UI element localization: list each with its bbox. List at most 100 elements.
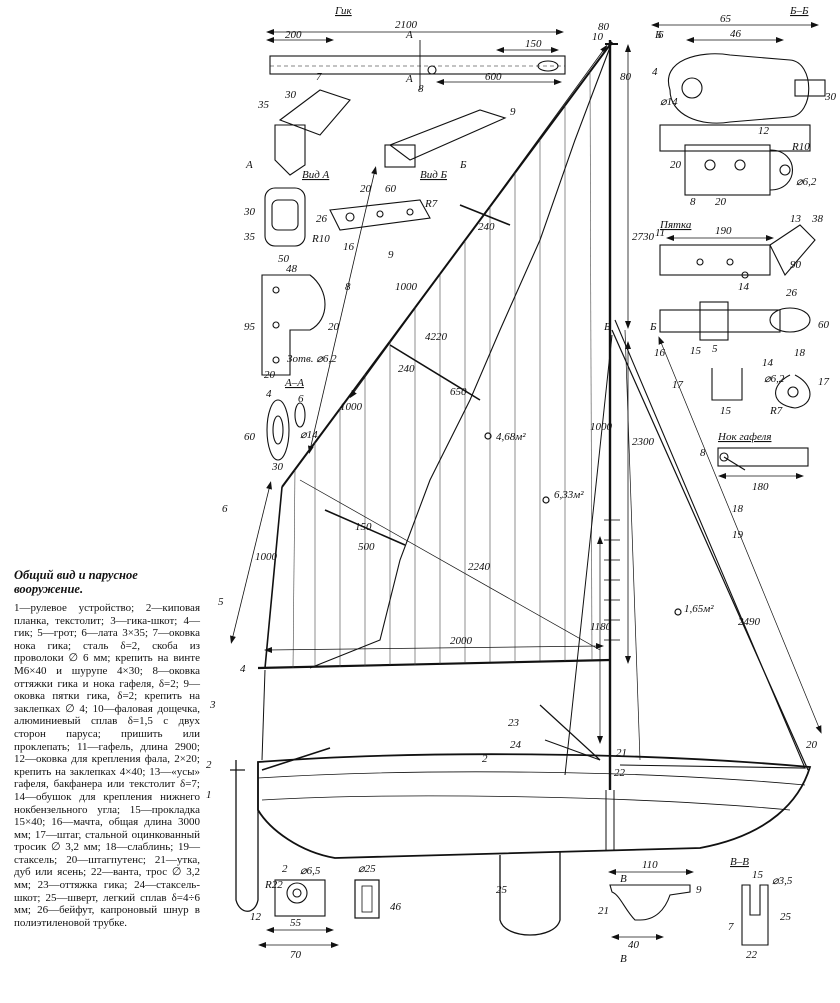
- centerboard: [499, 852, 561, 936]
- dim-sail-2240: 2240: [468, 561, 491, 573]
- callout-17: 17: [672, 379, 684, 391]
- dim-gaff-650: 650: [450, 386, 467, 398]
- dim-gaff-240b: 240: [398, 363, 415, 375]
- section-mark-a2: А: [405, 73, 413, 85]
- dim-fl-12: 12: [250, 911, 262, 923]
- dim-aa-60: 60: [244, 431, 256, 443]
- dim-sail-150: 150: [355, 521, 372, 533]
- callout-7: 7: [316, 71, 322, 83]
- callout-8b: 8: [345, 281, 351, 293]
- callout-12: 12: [758, 125, 770, 137]
- section-mark-b: Б: [459, 159, 467, 171]
- dim-mast-80w: 80: [598, 21, 610, 33]
- callout-23: 23: [508, 717, 520, 729]
- dim-vv-7: 7: [728, 921, 734, 933]
- callout-19: 19: [732, 529, 744, 541]
- dim-p8-holes: 3отв. ⌀6,2: [286, 353, 337, 365]
- callout-16: 16: [654, 347, 666, 359]
- callout-22: 22: [614, 767, 626, 779]
- callout-10: 10: [592, 31, 604, 43]
- dim-vidb-60: 60: [385, 183, 397, 195]
- dim-fl-d25: ⌀25: [358, 863, 376, 875]
- dim-bb-d14: ⌀14: [660, 96, 678, 108]
- callout-5: 5: [218, 596, 224, 608]
- callout-9b: 9: [388, 249, 394, 261]
- dim-bb-4: 4: [652, 66, 658, 78]
- mainsail-seams: [292, 71, 593, 669]
- dim-sail-500: 500: [358, 541, 375, 553]
- dim-p12-8: 8: [690, 196, 696, 208]
- dim-vidb-r7: R7: [424, 198, 438, 210]
- callout-15: 15: [690, 345, 702, 357]
- dim-mast-80h: 80: [620, 71, 632, 83]
- tiller: [261, 747, 331, 771]
- dim-fl-70: 70: [290, 949, 302, 961]
- boom-detail: [261, 29, 566, 461]
- callout-14b: 14: [762, 357, 774, 369]
- boom: [257, 658, 611, 670]
- dim-p8-20a: 20: [328, 321, 340, 333]
- boom-vang: [539, 704, 601, 761]
- header-v-v: В–В: [730, 856, 749, 868]
- sail-plan: [230, 40, 822, 936]
- dim-vv-22: 22: [746, 949, 758, 961]
- callout-25: 25: [496, 884, 508, 896]
- dim-p12-d62: ⌀6,2: [796, 176, 817, 188]
- section-mark-v1: В: [620, 873, 627, 885]
- dim-vida-50: 50: [278, 253, 290, 265]
- dim-gaff-1000a: 1000: [395, 281, 418, 293]
- callout-13: 13: [790, 213, 802, 225]
- dim-mast-1000: 1000: [590, 421, 613, 433]
- dim-mast-1180: 1180: [590, 621, 612, 633]
- callout-8c: 8: [700, 447, 706, 459]
- dim-vida-35: 35: [243, 231, 256, 243]
- shroud: [564, 334, 613, 776]
- forestay: [611, 329, 809, 771]
- dim-boom-total: 2100: [395, 19, 418, 31]
- dim-vidb-r10: R10: [311, 233, 330, 245]
- dim-aa-d14: ⌀14: [300, 429, 318, 441]
- header-gik: Гик: [334, 5, 353, 17]
- hull: [257, 753, 812, 859]
- dim-py-38: 38: [811, 213, 824, 225]
- figure-caption: Общий вид и парусное вооружение. 1—рулев…: [14, 568, 200, 929]
- dim-mast-2730: 2730: [632, 231, 655, 243]
- batten: [324, 509, 406, 546]
- dim-jib-2490: 2490: [738, 616, 761, 628]
- callout-21b: 21: [598, 905, 609, 917]
- callout-9a: 9: [510, 106, 516, 118]
- area-jib: 1,65м²: [684, 603, 714, 615]
- dim-p14-18: 18: [794, 347, 806, 359]
- dim-p15-5: 5: [712, 343, 718, 355]
- header-b-b: Б–Б: [789, 5, 809, 17]
- section-mark-a3: А: [245, 159, 253, 171]
- dim-boom-600: 600: [485, 71, 502, 83]
- dim-nok-180: 180: [752, 481, 769, 493]
- dim-boom-200: 200: [285, 29, 302, 41]
- mainsail-luff: [264, 486, 283, 669]
- dim-gaff-240a: 240: [478, 221, 495, 233]
- dim-vidb-16: 16: [343, 241, 355, 253]
- dim-vv-d35: ⌀3,5: [772, 875, 793, 887]
- caption-title: Общий вид и парусное вооружение.: [14, 568, 138, 596]
- dim-p12-r10: R10: [791, 141, 810, 153]
- dim-cl-110: 110: [642, 859, 658, 871]
- dim-gaff-4220: 4220: [425, 331, 448, 343]
- dim-p8-95: 95: [244, 321, 256, 333]
- header-vid-a: Вид А: [302, 169, 330, 181]
- callout-2c: 2: [282, 863, 288, 875]
- area-main: 6,33м²: [554, 489, 584, 501]
- dim-fl-r22: R22: [264, 879, 283, 891]
- dim-boom-30: 30: [284, 89, 297, 101]
- callout-1: 1: [206, 789, 212, 801]
- dim-boom-150: 150: [525, 38, 542, 50]
- rudder: [235, 760, 259, 912]
- dim-py-190: 190: [715, 225, 732, 237]
- section-mark-v2: В: [620, 953, 627, 965]
- dim-p14-r7: R7: [769, 405, 783, 417]
- dim-p8-20b: 20: [264, 369, 276, 381]
- dim-vv-15: 15: [752, 869, 764, 881]
- dim-gaff-1000b: 1000: [340, 401, 363, 413]
- callout-2: 2: [206, 759, 212, 771]
